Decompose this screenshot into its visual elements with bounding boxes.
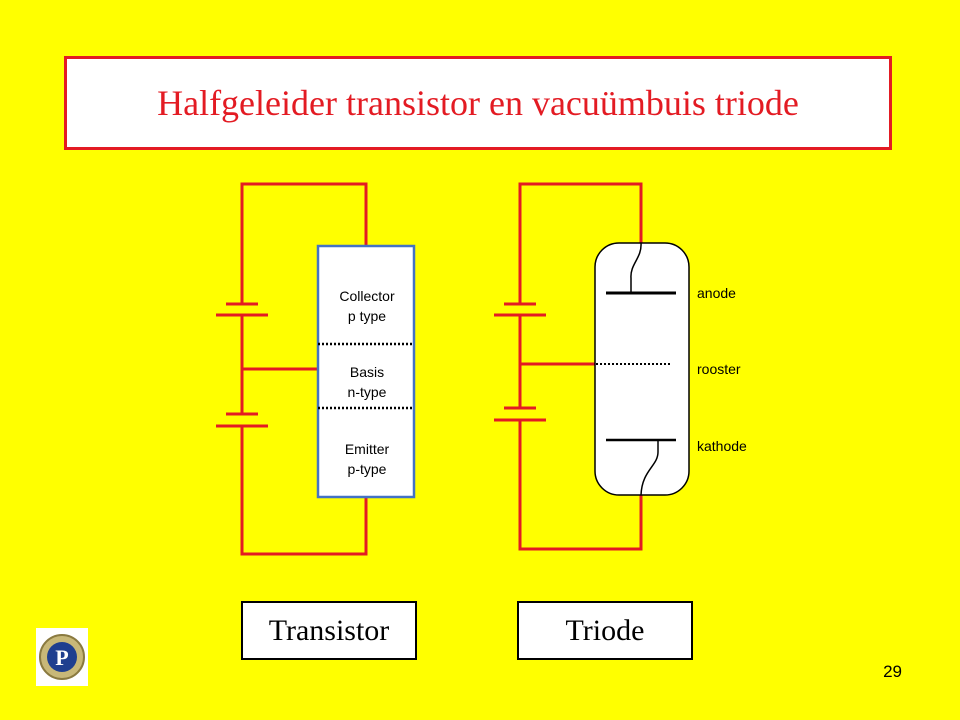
title-box: Halfgeleider transistor en vacuümbuis tr… — [64, 56, 892, 150]
svg-text:P: P — [55, 645, 68, 670]
transistor-body — [316, 244, 416, 499]
anode-lead — [630, 242, 642, 293]
transistor-caption: Transistor — [241, 601, 417, 660]
triode-circuit — [494, 182, 643, 551]
transistor-circuit — [216, 182, 368, 556]
page-number: 29 — [883, 662, 902, 681]
cathode-label: kathode — [697, 438, 747, 454]
anode-label: anode — [697, 285, 736, 301]
cathode-lead — [640, 440, 659, 496]
slide-title: Halfgeleider transistor en vacuümbuis tr… — [157, 83, 799, 123]
collector-type-label: p type — [348, 308, 386, 324]
base-label: Basis — [350, 364, 384, 380]
logo-emblem-icon: P — [39, 634, 85, 680]
triode-bottom-wire — [518, 420, 643, 551]
emitter-type-label: p-type — [348, 461, 387, 477]
triode-tube — [594, 242, 690, 496]
transistor-top-wire — [240, 182, 368, 303]
base-type-label: n-type — [348, 384, 387, 400]
emitter-label: Emitter — [345, 441, 390, 457]
transistor-bottom-wire — [240, 426, 368, 556]
grid-label: rooster — [697, 361, 741, 377]
triode-top-wire — [518, 182, 643, 303]
collector-label: Collector — [339, 288, 395, 304]
club-logo: P — [36, 628, 88, 686]
triode-caption: Triode — [517, 601, 693, 660]
